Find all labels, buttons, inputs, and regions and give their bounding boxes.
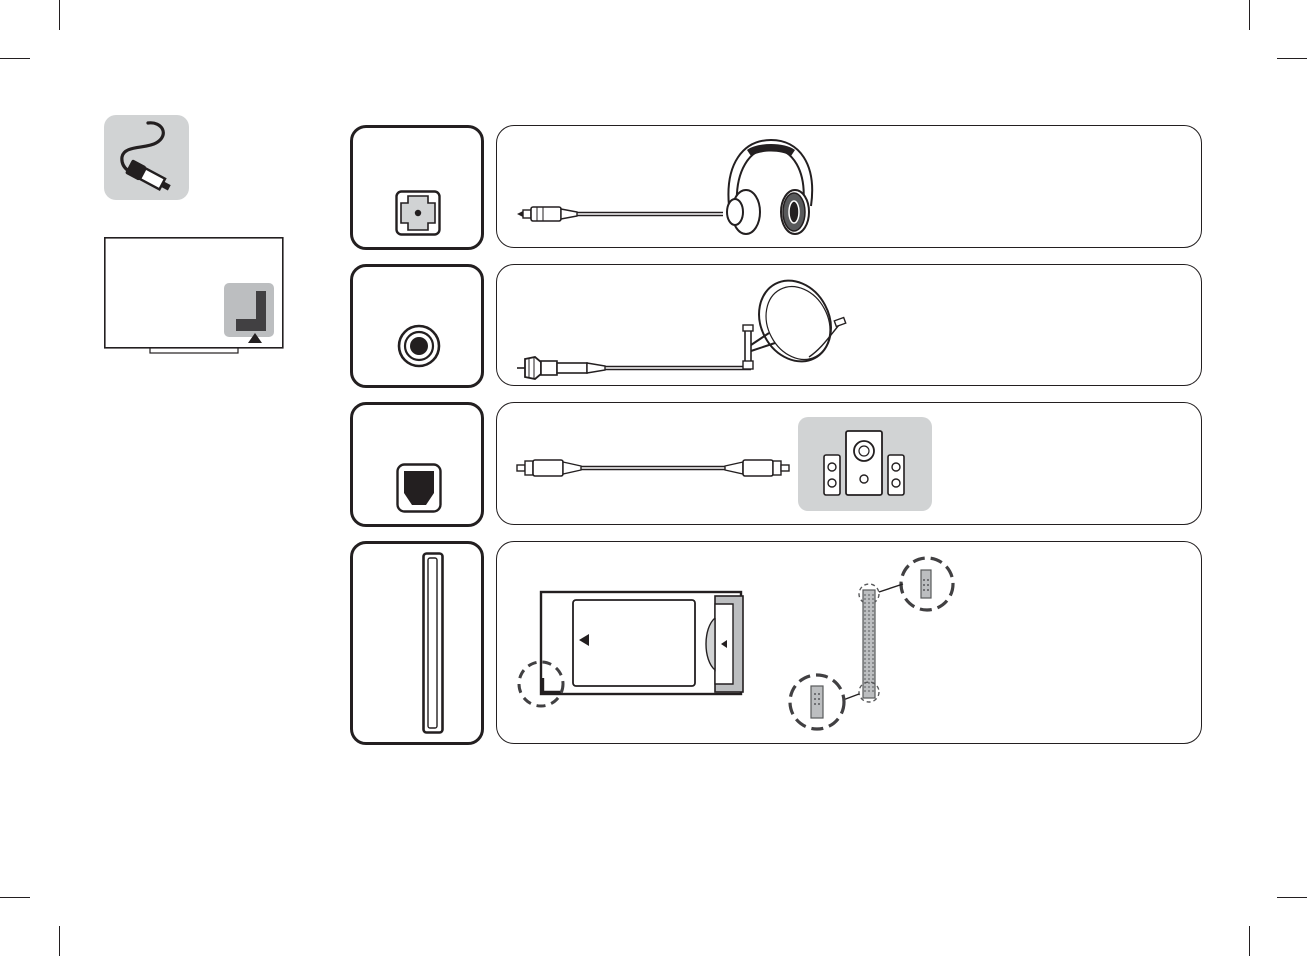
crop-mark [1249, 926, 1250, 956]
f-connector-cable-icon [515, 353, 760, 383]
optical-cable-icon [513, 457, 793, 479]
crop-mark [59, 926, 60, 956]
coaxial-port-icon[interactable] [396, 323, 442, 369]
port-box-ci-slot [350, 541, 484, 745]
ci-card-slot-icon[interactable] [422, 552, 444, 734]
headphone-plug-cable-icon [513, 204, 723, 224]
tv-rear-panel-icon [104, 237, 284, 355]
crop-mark [0, 897, 30, 898]
port-box-headphone [350, 125, 484, 250]
crop-mark [0, 58, 30, 59]
ci-module-card-icon [515, 588, 747, 712]
device-box-headphone [496, 125, 1202, 248]
ci-slot-cross-section-icon [787, 554, 957, 736]
crop-mark [1277, 58, 1307, 59]
device-box-optical [496, 402, 1202, 525]
headphone-jack-port-icon[interactable] [395, 190, 441, 236]
port-box-satellite [350, 264, 484, 388]
satellite-dish-icon [737, 275, 857, 375]
crop-mark [1249, 0, 1250, 30]
crop-mark [1277, 897, 1307, 898]
speaker-system-icon [798, 417, 932, 511]
port-panel-highlight [224, 283, 274, 337]
device-box-satellite [496, 264, 1202, 386]
crop-mark [59, 0, 60, 30]
cable-connector-icon [104, 115, 189, 200]
device-box-ci-slot [496, 541, 1202, 744]
port-box-optical [350, 402, 484, 527]
optical-port-icon[interactable] [396, 463, 442, 513]
headphones-icon [715, 134, 825, 244]
